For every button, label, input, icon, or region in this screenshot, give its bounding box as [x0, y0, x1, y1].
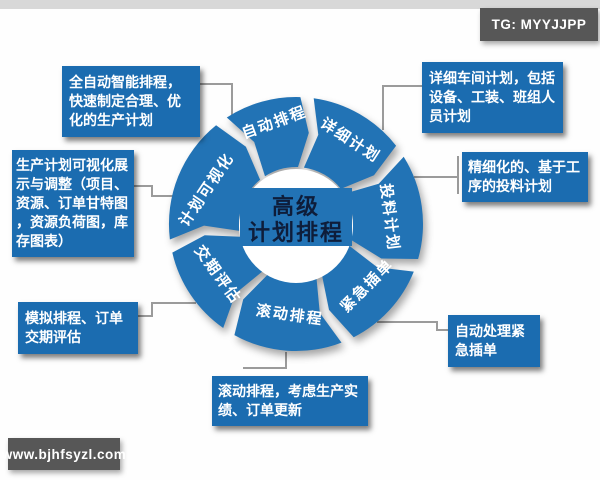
ring-segment-plan-visualization — [168, 125, 261, 240]
ring-segment-rolling-scheduling — [234, 273, 342, 352]
connector-top-right — [382, 85, 422, 130]
connector-top-left — [198, 83, 233, 115]
callout-detailed-plan: 详细车间计划，包括设备、工装、班组人员计划 — [422, 62, 563, 133]
connector-bottom — [243, 352, 287, 369]
ring-segment-detailed-plan — [303, 98, 397, 189]
center-title-line2: 计划排程 — [248, 220, 344, 245]
ring-group: 高级计划排程自动排程详细计划投料计划紧急插单滚动排程交期评估计划可视化 — [168, 97, 424, 352]
connector-left — [134, 185, 173, 197]
callout-urgent-insert: 自动处理紧急插单 — [448, 315, 540, 367]
connector-right — [414, 156, 459, 194]
center-title-band — [240, 188, 352, 246]
callout-plan-visualization: 生产计划可视化展示与调整（项目、资源、订单甘特图，资源负荷图，库存图表） — [12, 150, 134, 257]
ring-segment-urgent-insert — [321, 245, 414, 338]
connector-bottom-right — [377, 321, 448, 331]
callout-delivery-evaluation: 模拟排程、订单交期评估 — [18, 302, 138, 354]
ring-segment-auto-scheduling — [226, 97, 309, 177]
callout-rolling-scheduling: 滚动排程，考虑生产实绩、订单更新 — [212, 376, 368, 426]
callout-material-plan: 精细化的、基于工序的投料计划 — [462, 152, 588, 202]
telegram-watermark: TG: MYYJJPP — [480, 8, 598, 41]
connector-lines — [134, 83, 459, 369]
connector-bottom-left — [138, 302, 196, 317]
callout-auto-scheduling: 全自动智能排程，快速制定合理、优化的生产计划 — [62, 66, 200, 137]
website-watermark: www.bjhfsyzl.com — [2, 438, 126, 470]
center-title-line1: 高级 — [272, 194, 320, 219]
ring-segment-delivery-evaluation — [172, 235, 264, 328]
top-gray-strip — [0, 0, 600, 9]
ring-segment-material-plan — [344, 156, 424, 259]
